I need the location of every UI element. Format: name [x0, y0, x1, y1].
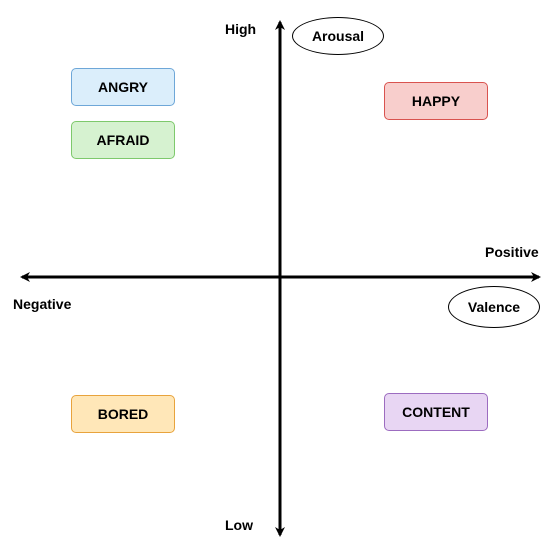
- emotion-content: CONTENT: [384, 393, 488, 431]
- negative-label: Negative: [13, 296, 72, 312]
- emotion-happy: HAPPY: [384, 82, 488, 120]
- positive-label: Positive: [485, 244, 539, 260]
- arousal-title: Arousal: [292, 17, 384, 55]
- low-label: Low: [225, 517, 253, 533]
- emotion-angry: ANGRY: [71, 68, 175, 106]
- valence-title: Valence: [448, 286, 540, 328]
- emotion-bored: BORED: [71, 395, 175, 433]
- high-label: High: [225, 21, 257, 37]
- emotion-afraid: AFRAID: [71, 121, 175, 159]
